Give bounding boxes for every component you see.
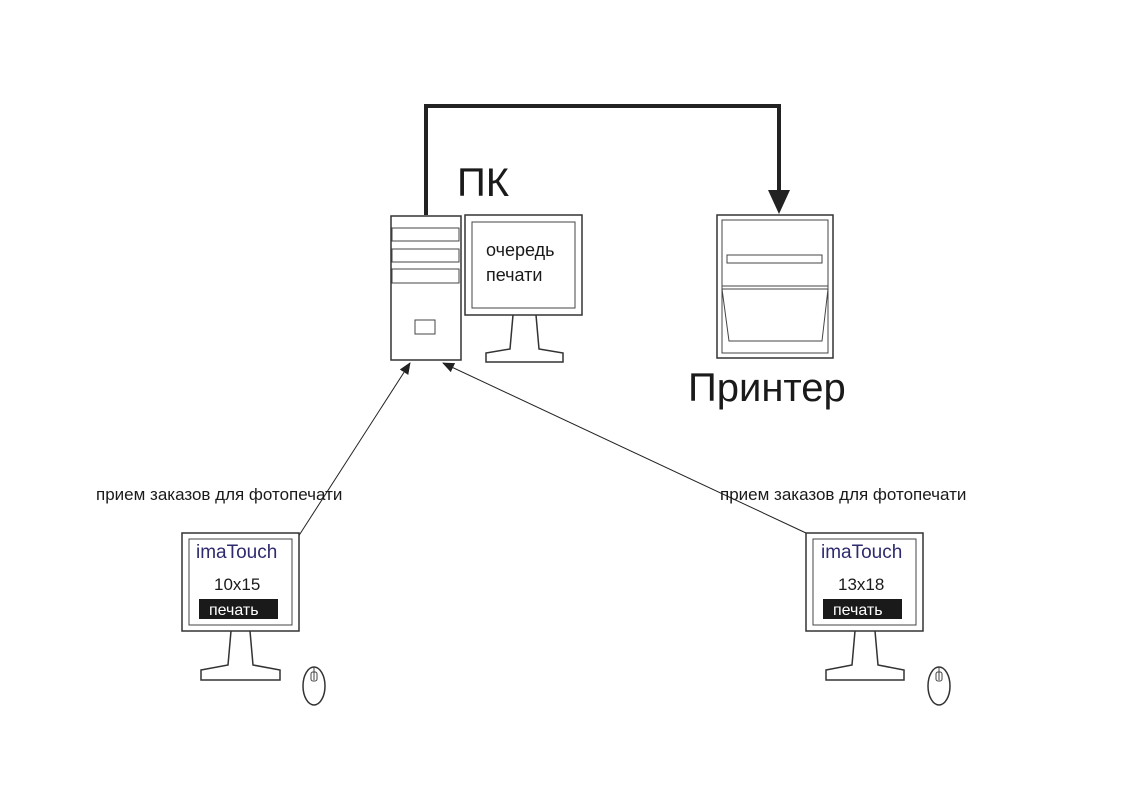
kiosk-left-caption: прием заказов для фотопечати xyxy=(96,485,342,504)
kiosk-right-size: 13x18 xyxy=(838,575,884,594)
printer-label: Принтер xyxy=(688,366,846,410)
kiosk-right-brand: imaTouch xyxy=(821,542,902,563)
pc-label: ПК xyxy=(457,161,510,205)
pc-monitor xyxy=(464,214,583,363)
kiosk-right-print-button-label: печать xyxy=(833,602,883,619)
kiosk-right-print-button[interactable] xyxy=(823,599,902,619)
printer xyxy=(716,214,834,359)
kiosk-left-print-button-label: печать xyxy=(209,602,259,619)
pc-monitor-text-line1: очередь xyxy=(486,240,555,260)
kiosk-left-mouse-icon xyxy=(302,666,326,706)
pc-to-printer-connector xyxy=(424,104,781,215)
pc-monitor-text-line2: печати xyxy=(486,265,542,285)
kiosk-right-mouse-icon xyxy=(927,666,951,706)
kiosk-right-to-pc-arrow xyxy=(442,362,807,534)
pc-tower xyxy=(390,215,462,361)
kiosk-left-print-button[interactable] xyxy=(199,599,278,619)
kiosk-left-to-pc-arrow xyxy=(297,362,411,538)
kiosk-left-brand: imaTouch xyxy=(196,542,277,563)
kiosk-left-size: 10x15 xyxy=(214,575,260,594)
pc-to-printer-arrowhead xyxy=(768,190,790,214)
kiosk-right-caption: прием заказов для фотопечати xyxy=(720,485,966,504)
